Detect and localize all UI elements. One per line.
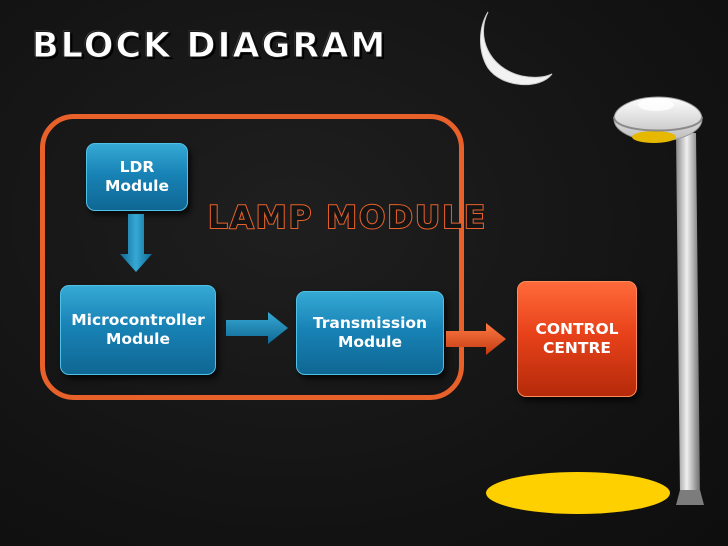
lamp-module-frame <box>40 114 464 400</box>
lamp-module-label: LAMP MODULE <box>207 199 488 237</box>
microcontroller-module-block: Microcontroller Module <box>60 285 216 375</box>
arrow-ldr-to-microcontroller <box>120 214 152 272</box>
control-centre-block: CONTROL CENTRE <box>517 281 637 397</box>
transmission-module-block: Transmission Module <box>296 291 444 375</box>
crescent-moon-icon <box>480 11 553 86</box>
slide-title: BLOCK DIAGRAM <box>31 26 388 67</box>
ldr-module-block: LDR Module <box>86 143 188 211</box>
street-lamp-icon <box>613 96 704 505</box>
light-pool <box>486 472 670 514</box>
arrow-transmission-to-control-centre <box>446 323 506 355</box>
arrow-microcontroller-to-transmission <box>226 312 288 344</box>
